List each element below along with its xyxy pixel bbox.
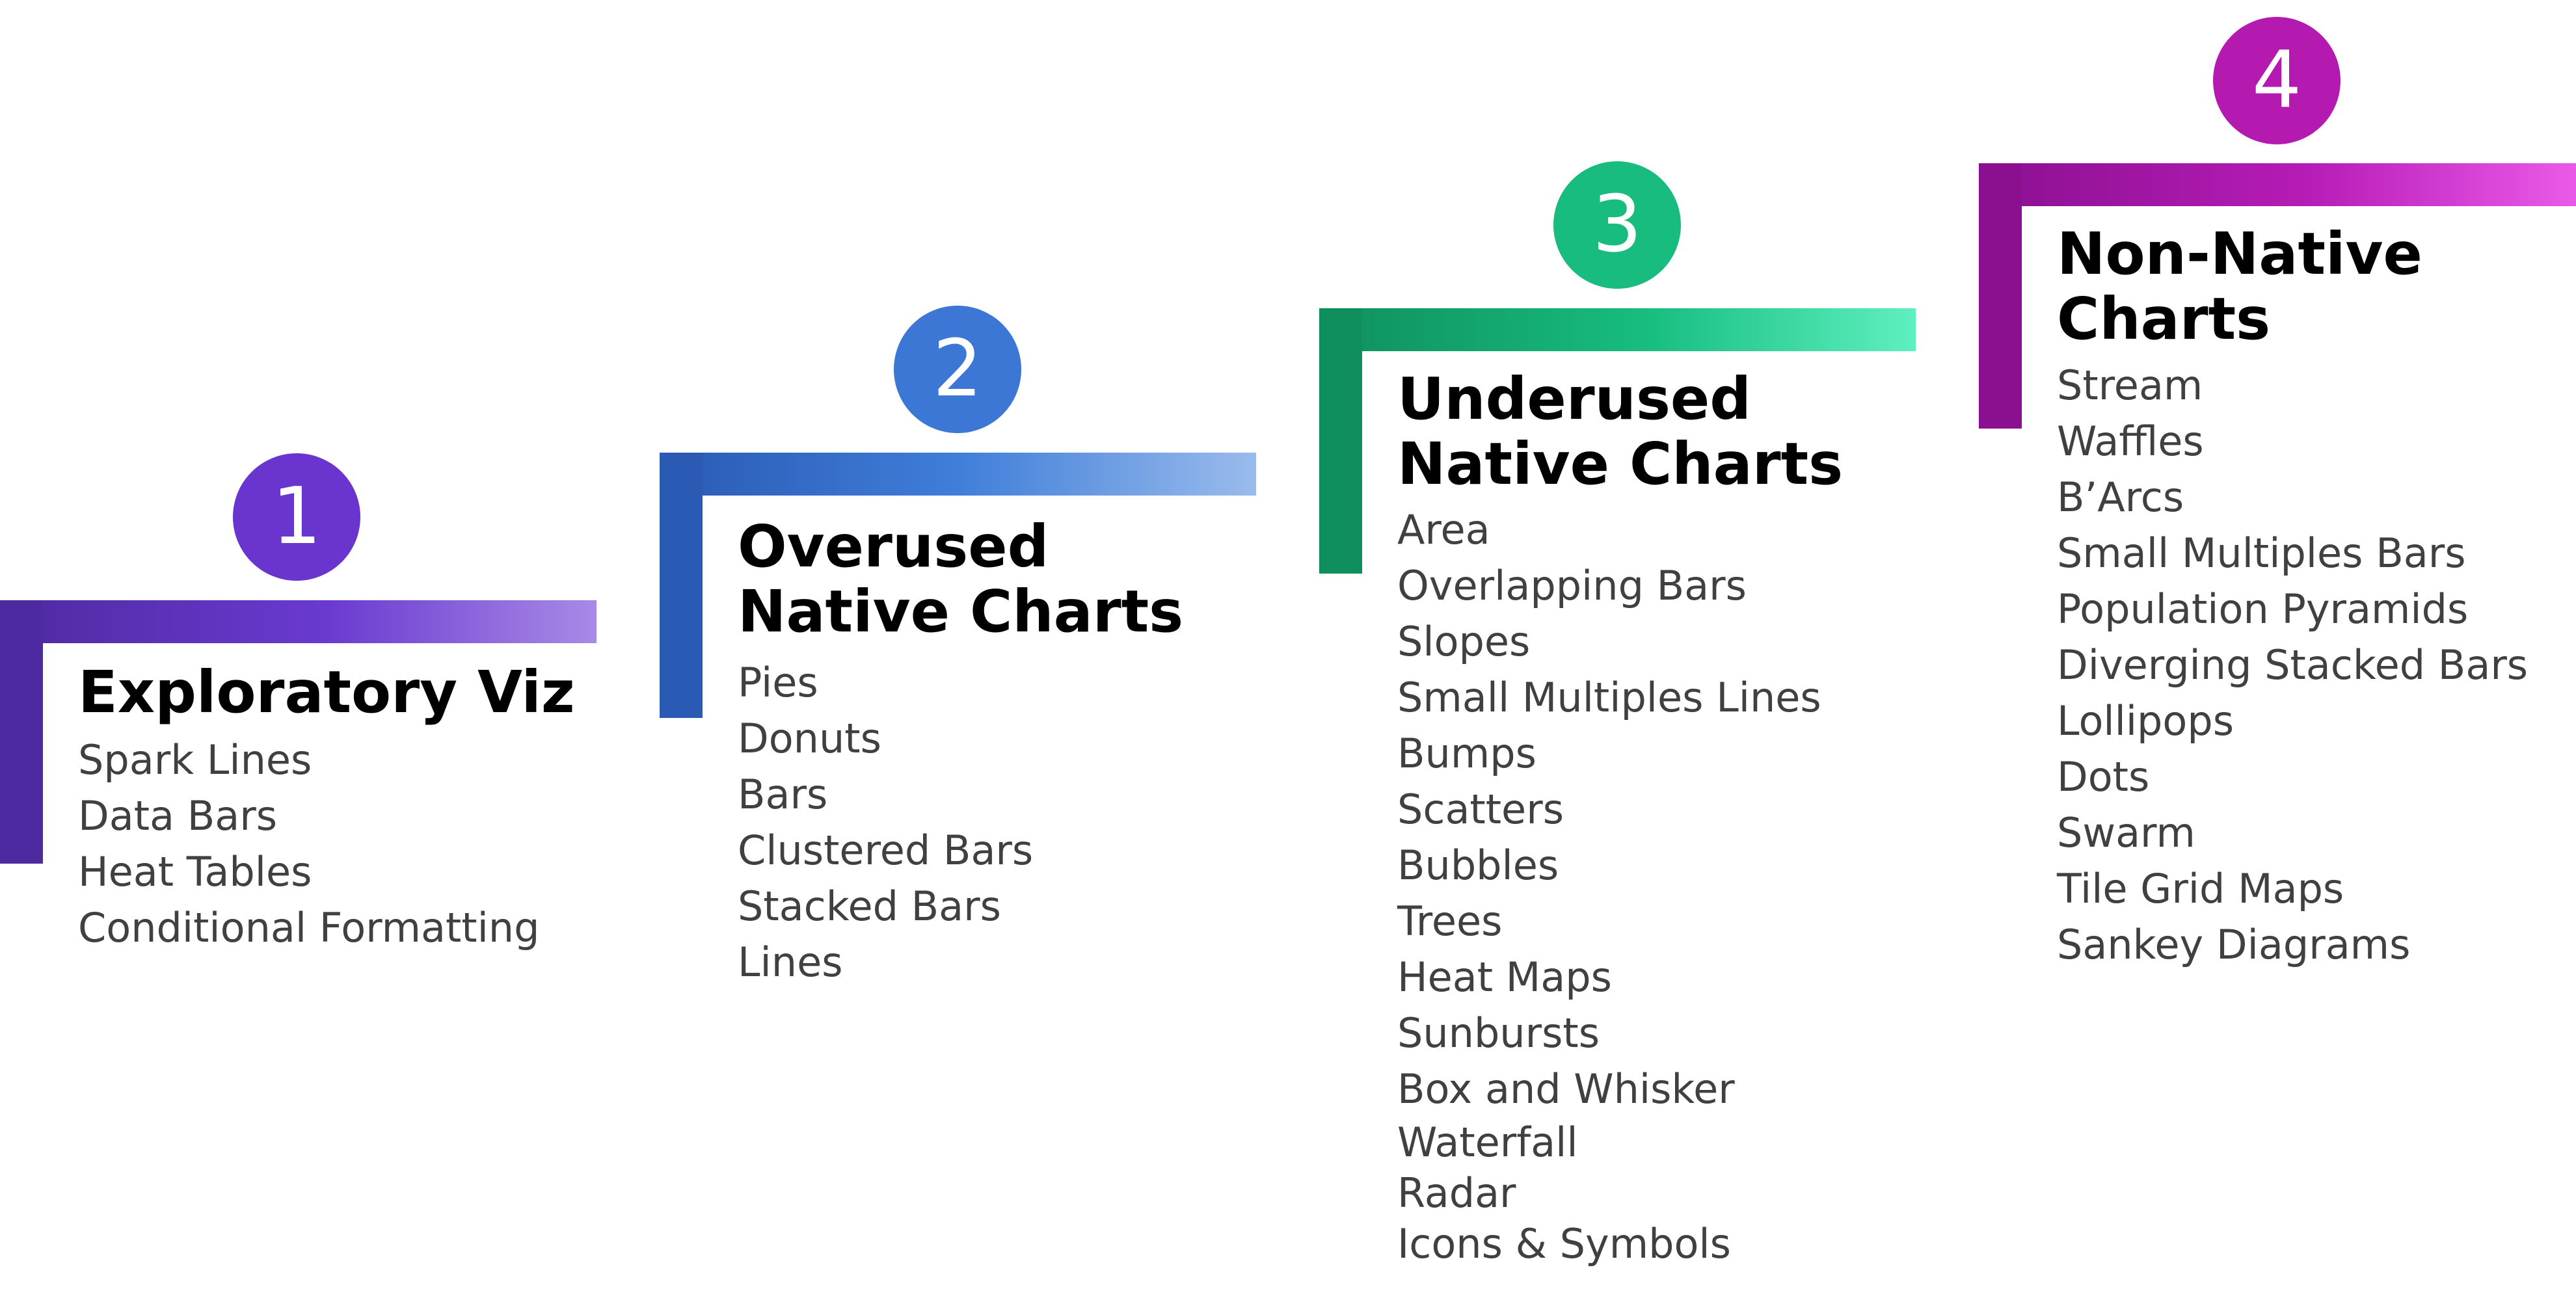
- list-item: Icons & Symbols: [1397, 1220, 1731, 1267]
- list-item: Slopes: [1397, 618, 1531, 665]
- step-3-title-line-2: Native Charts: [1397, 430, 1844, 497]
- list-item: Dots: [2057, 753, 2150, 801]
- step-3-side-bar: [1319, 308, 1362, 574]
- step-1-item-list: Spark Lines Data Bars Heat Tables Condit…: [78, 732, 539, 956]
- step-1-top-bar: [0, 600, 597, 643]
- list-item: Swarm: [2057, 809, 2195, 856]
- step-4-number-badge: 4: [2213, 17, 2341, 144]
- step-3-item-list: Area Overlapping Bars Slopes Small Multi…: [1397, 502, 1821, 1269]
- list-item: Lollipops: [2057, 697, 2234, 745]
- list-item: Bumps: [1397, 730, 1536, 777]
- step-4-item-list: Stream Waffles B’Arcs Small Multiples Ba…: [2057, 358, 2528, 973]
- step-3-title-line-1: Underused: [1397, 365, 1751, 432]
- step-2-title-line-1: Overused: [738, 512, 1049, 580]
- step-4-side-bar: [1979, 163, 2022, 429]
- step-4-title-line-1: Non-Native: [2057, 220, 2422, 287]
- list-item: Overlapping Bars: [1397, 562, 1747, 609]
- list-item: Small Multiples Lines: [1397, 674, 1821, 721]
- step-4-title: Non-Native Charts: [2057, 221, 2422, 351]
- list-item: Scatters: [1397, 786, 1564, 833]
- list-item: Stream: [2057, 362, 2203, 409]
- list-item: Heat Maps: [1397, 953, 1612, 1001]
- step-1-title: Exploratory Viz: [78, 659, 575, 724]
- list-item: Trees: [1397, 897, 1503, 945]
- list-item: Sunbursts: [1397, 1009, 1600, 1057]
- list-item: Conditional Formatting: [78, 904, 540, 951]
- step-2-item-list: Pies Donuts Bars Clustered Bars Stacked …: [738, 655, 1033, 990]
- list-item: Tile Grid Maps: [2057, 865, 2344, 912]
- step-4-title-line-2: Charts: [2057, 285, 2271, 352]
- list-item: Radar: [1397, 1169, 1516, 1217]
- step-1-number-badge: 1: [233, 453, 360, 581]
- step-1-title-line-1: Exploratory Viz: [78, 658, 575, 726]
- step-2-title-line-2: Native Charts: [738, 577, 1184, 645]
- list-item: Lines: [738, 938, 843, 986]
- list-item: Population Pyramids: [2057, 585, 2469, 633]
- list-item: Pies: [738, 659, 818, 706]
- list-item: Clustered Bars: [738, 827, 1034, 874]
- list-item: Spark Lines: [78, 736, 312, 784]
- step-3-number-badge: 3: [1553, 161, 1681, 289]
- step-2-title: Overused Native Charts: [738, 514, 1183, 644]
- step-4-top-bar: [1979, 163, 2576, 206]
- list-item: Heat Tables: [78, 848, 312, 895]
- list-item: Waffles: [2057, 418, 2204, 465]
- list-item: Small Multiples Bars: [2057, 529, 2466, 577]
- step-2-number-badge: 2: [894, 306, 1021, 433]
- step-1-side-bar: [0, 600, 43, 864]
- step-2-top-bar: [660, 453, 1256, 496]
- list-item: Sankey Diagrams: [2057, 921, 2411, 968]
- list-item: Diverging Stacked Bars: [2057, 641, 2529, 689]
- list-item: Area: [1397, 506, 1490, 553]
- list-item: Stacked Bars: [738, 882, 1001, 930]
- list-item: Box and Whisker: [1397, 1065, 1735, 1113]
- list-item: Bars: [738, 771, 828, 818]
- step-2-side-bar: [660, 453, 703, 718]
- list-item: Bubbles: [1397, 842, 1559, 889]
- step-3-title: Underused Native Charts: [1397, 366, 1843, 496]
- list-item: Data Bars: [78, 792, 278, 840]
- list-item: Donuts: [738, 715, 881, 762]
- list-item: Waterfall: [1397, 1119, 1578, 1166]
- list-item: B’Arcs: [2057, 473, 2184, 521]
- step-3-top-bar: [1319, 308, 1916, 351]
